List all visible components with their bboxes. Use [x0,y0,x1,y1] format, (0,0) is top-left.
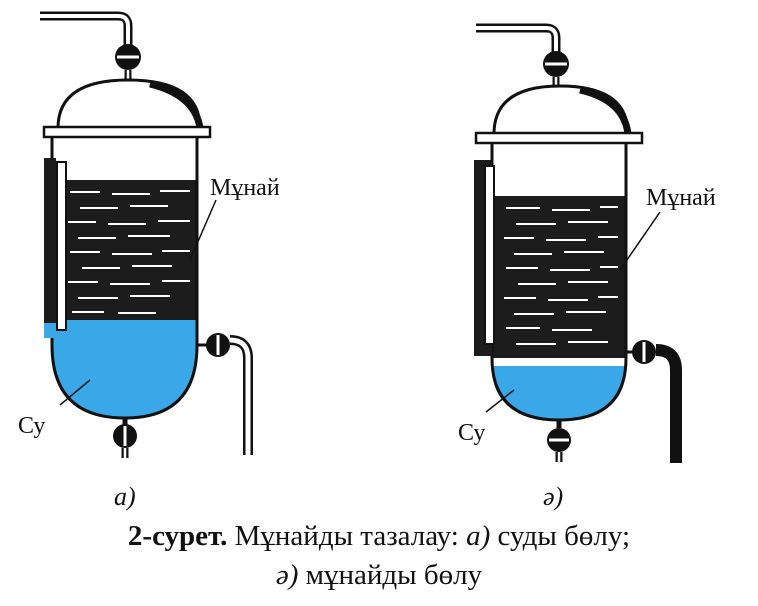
right-top-valve-icon [543,51,569,77]
left-oil-leader [189,199,217,261]
left-flange [42,125,212,139]
right-side-outlet-pipe [655,344,682,463]
left-water-layer [52,320,197,418]
caption-item-a-marker: а) [466,520,491,552]
apparatus-diagram: Мұнай Су а) [18,11,716,511]
left-side-outlet-pipe [229,335,253,455]
right-level-gauge [484,165,495,345]
right-water-leader [485,389,515,413]
right-oil-layer [492,196,626,358]
left-top-valve-icon [115,44,141,70]
left-inlet-pipe [40,11,133,45]
caption-item-b-marker: ә) [275,559,299,591]
left-side-valve-icon [206,333,230,357]
left-sublabel: а) [114,482,136,511]
right-dome [492,84,630,136]
left-dome [56,78,202,130]
caption-item-b-text: мұнайды бөлу [305,559,483,591]
right-water-layer [492,366,626,420]
left-level-gauge [56,161,67,331]
right-oil-label: Мұнай [646,185,716,211]
caption-line-2: ә) мұнайды бөлу [0,559,758,592]
left-water-leader [59,379,91,406]
caption-title: Мұнайды тазалау: [234,520,459,552]
right-oil-leader [619,211,661,271]
right-sublabel: ә) [543,482,563,511]
right-apparatus: Мұнай Су ә) [458,23,716,511]
right-inlet-pipe [476,23,561,52]
caption-figure-number: 2-сурет. [127,520,228,552]
left-oil-label: Мұнай [210,175,280,201]
left-water-label: Су [18,413,45,439]
right-water-label: Су [458,420,485,446]
right-flange [474,131,644,145]
left-oil-pattern [68,190,190,314]
right-side-valve-icon [632,340,656,364]
caption-item-a-text: суды бөлу; [497,520,631,552]
left-apparatus: Мұнай Су а) [18,11,280,511]
right-oil-pattern [504,206,618,345]
caption-line-1: 2-сурет. Мұнайды тазалау: а) суды бөлу; [0,520,758,553]
right-bottom-valve-icon [547,428,571,452]
left-bottom-valve-icon [113,424,137,448]
